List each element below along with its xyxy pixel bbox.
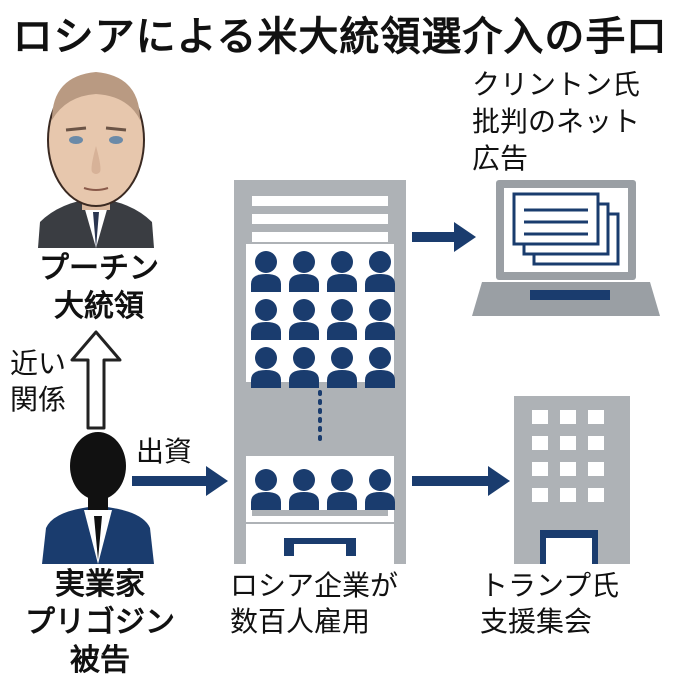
person-icon xyxy=(327,347,357,388)
prigozhin-label-line3: 被告 xyxy=(70,643,130,678)
building-window xyxy=(560,462,576,476)
relation-label: 近い 関係 xyxy=(10,346,66,418)
businessman-silhouette-icon xyxy=(42,432,154,564)
putin-label-line1: プーチン xyxy=(39,251,159,286)
person-icon xyxy=(365,299,395,340)
person-icon xyxy=(327,469,357,510)
person-icon xyxy=(289,347,319,388)
building-window xyxy=(532,436,548,450)
ad-label-line3: 広告 xyxy=(472,142,529,175)
relation-arrow-icon xyxy=(70,330,122,430)
building-window xyxy=(588,488,604,502)
building-window xyxy=(532,462,548,476)
person-icon xyxy=(289,469,319,510)
ad-label-line2: 批判のネット xyxy=(472,105,641,138)
people-grid xyxy=(251,251,395,510)
laptop-icon xyxy=(472,180,660,316)
company-label: ロシア企業が 数百人雇用 xyxy=(230,568,398,640)
building-window xyxy=(588,436,604,450)
person-icon xyxy=(365,347,395,388)
building-window xyxy=(560,488,576,502)
relation-label-line1: 近い xyxy=(10,347,67,380)
prigozhin-label: 実業家 プリゴジン 被告 xyxy=(18,566,182,680)
building-window xyxy=(532,410,548,424)
person-icon xyxy=(289,299,319,340)
prigozhin-label-line1: 実業家 xyxy=(55,567,145,602)
relation-label-line2: 関係 xyxy=(10,383,67,416)
putin-label: プーチン 大統領 xyxy=(26,250,172,326)
person-icon xyxy=(327,251,357,292)
person-icon xyxy=(327,299,357,340)
company-label-line1: ロシア企業が xyxy=(230,569,399,602)
building-icon xyxy=(514,396,630,564)
person-icon xyxy=(251,299,281,340)
rally-arrow-icon xyxy=(412,466,510,496)
diagram-title: ロシアによる米大統領選介入の手口 xyxy=(12,14,668,60)
company-label-line2: 数百人雇用 xyxy=(230,605,371,638)
putin-portrait-icon xyxy=(38,72,154,248)
building-window xyxy=(560,410,576,424)
person-icon xyxy=(289,251,319,292)
ad-label: クリントン氏 批判のネット 広告 xyxy=(472,66,640,177)
person-icon xyxy=(365,251,395,292)
ad-label-line1: クリントン氏 xyxy=(472,68,641,101)
building-window xyxy=(588,410,604,424)
rally-label: トランプ氏 支援集会 xyxy=(480,568,619,640)
building-window xyxy=(532,488,548,502)
building-window xyxy=(560,436,576,450)
rally-label-line1: トランプ氏 xyxy=(480,569,620,602)
rally-label-line2: 支援集会 xyxy=(480,605,593,638)
putin-label-line2: 大統領 xyxy=(54,289,144,324)
ad-arrow-icon xyxy=(412,222,476,252)
building-window xyxy=(588,462,604,476)
funding-label: 出資 xyxy=(136,435,193,468)
person-icon xyxy=(251,347,281,388)
person-icon xyxy=(251,251,281,292)
person-icon xyxy=(251,469,281,510)
person-icon xyxy=(365,469,395,510)
funding-arrow-icon xyxy=(132,466,228,496)
building-windows xyxy=(532,410,604,502)
prigozhin-label-line2: プリゴジン xyxy=(25,605,175,640)
